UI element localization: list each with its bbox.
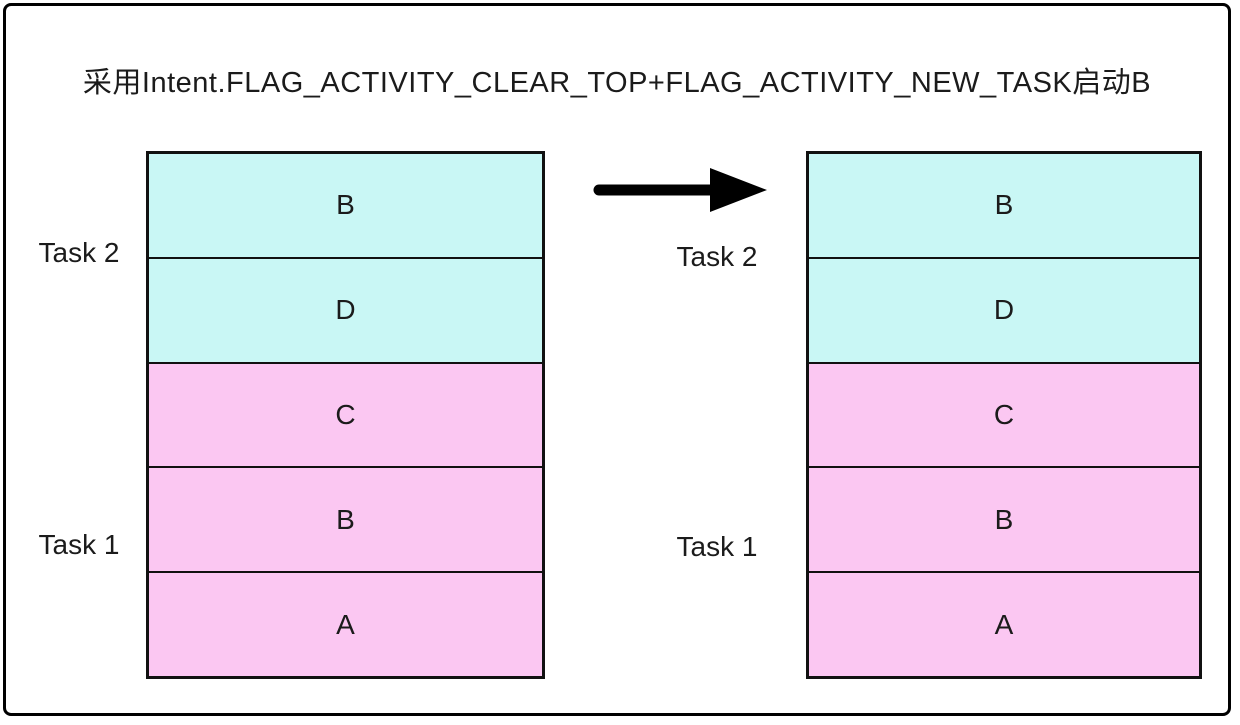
activity-label: D bbox=[993, 294, 1015, 326]
activity-label: B bbox=[336, 503, 355, 535]
before-task1-label: Task 1 bbox=[38, 529, 120, 560]
activity-label: A bbox=[336, 608, 355, 640]
activity-box: B bbox=[809, 468, 1199, 574]
activity-label: C bbox=[993, 398, 1015, 430]
activity-label: B bbox=[994, 503, 1014, 535]
activity-label: B bbox=[336, 189, 355, 221]
after-task1-label: Task 1 bbox=[676, 531, 758, 562]
activity-label: B bbox=[994, 189, 1014, 221]
activity-label: D bbox=[335, 294, 356, 326]
activity-label: A bbox=[994, 608, 1014, 640]
diagram-frame: 采用Intent.FLAG_ACTIVITY_CLEAR_TOP+FLAG_AC… bbox=[3, 3, 1231, 716]
before-activity-stack: B D C B A bbox=[146, 151, 545, 679]
right-arrow-icon bbox=[592, 167, 770, 213]
activity-box: B bbox=[809, 154, 1199, 259]
activity-box: C bbox=[809, 363, 1199, 469]
activity-box: D bbox=[809, 258, 1199, 364]
activity-box: C bbox=[149, 363, 542, 469]
diagram-title: 采用Intent.FLAG_ACTIVITY_CLEAR_TOP+FLAG_AC… bbox=[82, 67, 1152, 99]
activity-box: B bbox=[149, 468, 542, 574]
activity-box: D bbox=[149, 258, 542, 364]
after-task2-label: Task 2 bbox=[676, 241, 758, 272]
activity-label: C bbox=[335, 398, 356, 430]
activity-box: A bbox=[809, 573, 1199, 676]
before-task2-label: Task 2 bbox=[38, 237, 120, 268]
activity-box: B bbox=[149, 154, 542, 259]
after-activity-stack: B D C B A bbox=[806, 151, 1202, 679]
activity-box: A bbox=[149, 573, 542, 676]
